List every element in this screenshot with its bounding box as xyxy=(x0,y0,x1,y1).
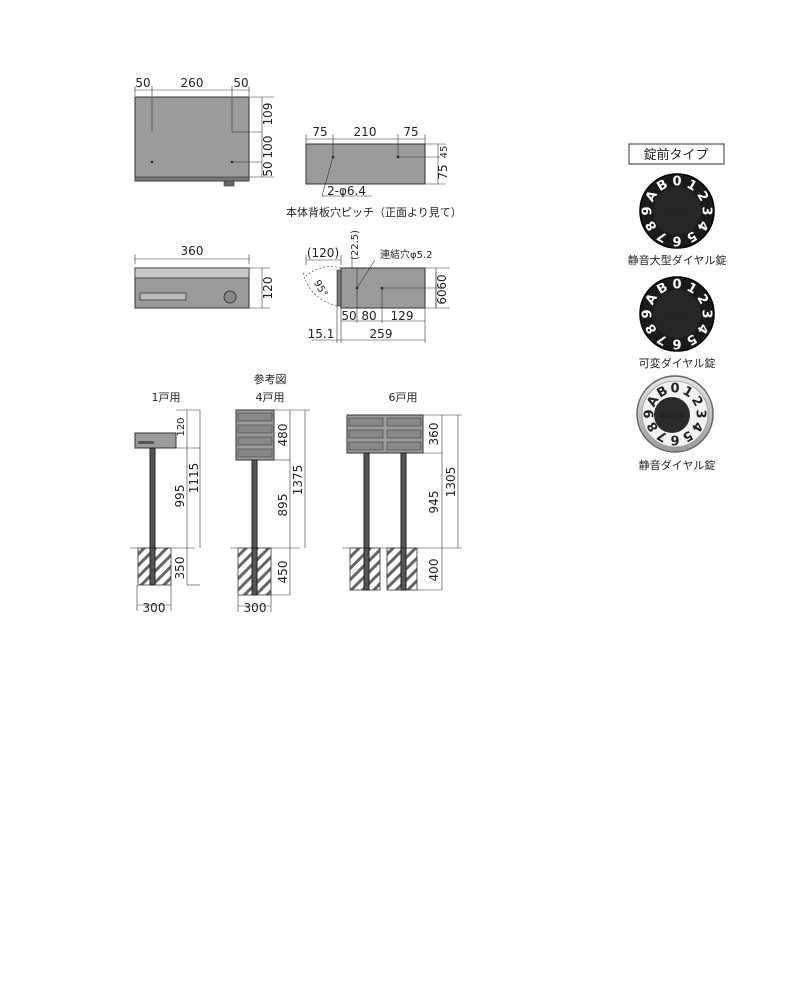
side-bottom-dim-b: 80 xyxy=(361,309,376,323)
six-dim-c: 1305 xyxy=(444,467,458,498)
single-label: 1戸用 xyxy=(152,391,181,404)
front-dim-right: 50 xyxy=(233,76,248,90)
six-label: 6戸用 xyxy=(389,391,418,404)
dial-2-char: 9 xyxy=(641,309,656,318)
front-view: 50 260 50 109 100 50 xyxy=(134,76,275,187)
front-body xyxy=(134,96,250,182)
dial-3-brand: RASTA xyxy=(659,412,685,420)
side-bottom-dim-c: 129 xyxy=(391,309,414,323)
dial-1-char: 0 xyxy=(672,175,681,190)
side-view: (120) (22.5) 95° 連結穴φ5.2 60 60 50 80 129… xyxy=(302,230,450,343)
reference-single: 1戸用 300 120 995 1115 350 xyxy=(130,391,201,615)
lock-type-2-label: 可変ダイヤル錠 xyxy=(639,356,716,370)
back-plate-body xyxy=(305,143,426,185)
side-hole-label: 連結穴φ5.2 xyxy=(380,248,433,261)
dial-1-char: 3 xyxy=(699,206,714,215)
front-dim-side-bot: 50 xyxy=(261,161,275,176)
four-label: 4戸用 xyxy=(256,391,285,404)
single-dim-b: 995 xyxy=(173,485,187,508)
four-dim-a: 480 xyxy=(276,424,290,447)
mail-slot xyxy=(139,292,187,301)
back-dim-center: 210 xyxy=(354,125,377,139)
front-dim-left: 50 xyxy=(135,76,150,90)
dial-3-char: 6 xyxy=(670,432,679,447)
four-dim-d: 450 xyxy=(276,561,290,584)
side-small-dim: (22.5) xyxy=(350,230,361,260)
side-right-dim-b: 60 xyxy=(435,289,449,304)
side-depth-dim: 259 xyxy=(370,327,393,341)
back-plate-view: 75 210 75 45 75 2-φ6.4 本体背板穴ピッチ（正面より見て） xyxy=(286,125,462,219)
back-dim-side-bot: 75 xyxy=(436,164,450,179)
side-right-dim-a: 60 xyxy=(435,274,449,289)
side-bottom-dim-a: 50 xyxy=(341,309,356,323)
reference-title: 参考図 xyxy=(254,372,287,386)
elevation-view: 360 120 xyxy=(134,244,275,309)
side-offset-dim: 15.1 xyxy=(308,327,335,341)
reference-drawings: 参考図 1戸用 300 120 995 1115 350 xyxy=(130,372,462,615)
lock-type-3-label: 静音ダイヤル錠 xyxy=(639,458,716,472)
four-dim-b: 895 xyxy=(276,494,290,517)
six-dim-b: 945 xyxy=(427,491,441,514)
dial-2-brand: RASTA xyxy=(667,312,687,319)
dial-2-char: 6 xyxy=(672,336,681,351)
six-dim-a: 360 xyxy=(427,423,441,446)
elevation-width-dim: 360 xyxy=(181,244,204,258)
single-dim-d: 350 xyxy=(173,557,187,580)
back-hole-label: 2-φ6.4 xyxy=(327,184,366,198)
single-base-dim: 300 xyxy=(143,601,166,615)
dial-1-char: 9 xyxy=(641,206,656,215)
four-base-dim: 300 xyxy=(244,601,267,615)
side-swing-dim: (120) xyxy=(307,246,339,260)
side-angle-dim: 95° xyxy=(311,278,329,299)
four-dim-c: 1375 xyxy=(291,465,305,496)
back-dim-side-top: 45 xyxy=(439,146,450,159)
dial-3-char: 0 xyxy=(670,382,679,397)
dial-3-char: 9 xyxy=(643,409,658,418)
back-plate-caption: 本体背板穴ピッチ（正面より見て） xyxy=(286,205,462,219)
single-dim-c: 1115 xyxy=(187,463,201,494)
six-dim-d: 400 xyxy=(427,559,441,582)
front-dim-side-top: 109 xyxy=(261,103,275,126)
single-dim-a: 120 xyxy=(176,417,187,436)
front-dim-center: 260 xyxy=(181,76,204,90)
reference-six: 6戸用 360 945 1305 400 xyxy=(342,391,462,591)
lock-dial xyxy=(223,290,237,304)
dial-3-char: 3 xyxy=(693,409,708,418)
elevation-height-dim: 120 xyxy=(261,277,275,300)
reference-four: 4戸用 300 480 895 1375 450 xyxy=(230,391,310,615)
dial-1-brand: RASTA xyxy=(667,209,687,216)
lock-types-title-box xyxy=(628,143,725,165)
back-dim-left: 75 xyxy=(312,125,327,139)
back-dim-right: 75 xyxy=(403,125,418,139)
dial-2-char: 0 xyxy=(672,278,681,293)
front-dim-side-mid: 100 xyxy=(261,136,275,159)
lock-type-1-label: 静音大型ダイヤル錠 xyxy=(628,253,727,267)
dial-1-char: 6 xyxy=(672,233,681,248)
dial-2-char: 3 xyxy=(699,309,714,318)
lock-types-title: 錠前タイプ xyxy=(643,147,708,163)
